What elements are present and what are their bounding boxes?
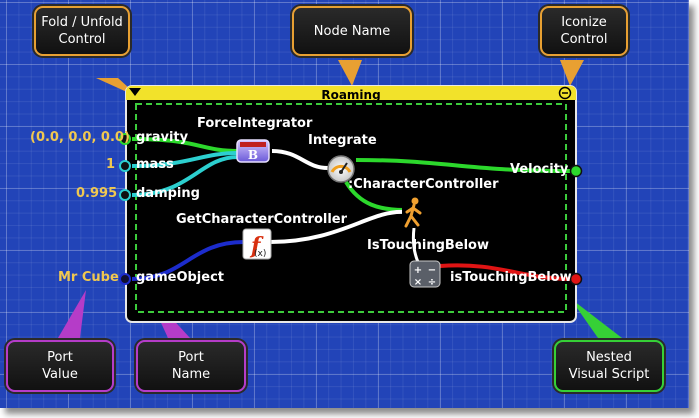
integrator-wire: [271, 149, 329, 170]
gravity-wire: [131, 137, 239, 153]
svg-text:(x): (x): [254, 249, 266, 259]
is-touching-below-label: IsTouchingBelow: [367, 238, 490, 253]
port-value-callout-pointer: [58, 290, 86, 338]
port-name-velocity: Velocity: [510, 162, 569, 177]
behavior-b-icon[interactable]: B: [236, 139, 270, 163]
nested-script-border: [135, 103, 567, 313]
get-character-controller-label: GetCharacterController: [176, 212, 348, 227]
port-velocity-socket[interactable]: [569, 164, 583, 178]
speedometer-icon[interactable]: [327, 155, 355, 183]
svg-text:f: f: [249, 233, 264, 259]
node-header[interactable]: [126, 86, 576, 100]
node-name-callout-pointer: [338, 60, 362, 86]
controller-wire: [344, 180, 405, 212]
port-name-damping: damping: [136, 186, 200, 201]
port-value-gameobject[interactable]: Mr Cube: [58, 270, 119, 285]
mass-wire: [131, 151, 239, 168]
fold-triangle-icon[interactable]: [129, 88, 141, 96]
node-title: Roaming: [321, 88, 381, 102]
force-integrator-label: ForceIntegrator: [197, 116, 313, 131]
svg-text:+: +: [414, 265, 422, 276]
port-value-gravity[interactable]: (0.0, 0.0, 0.0): [30, 130, 130, 145]
svg-text:−: −: [428, 265, 436, 276]
port-name-gameobject: gameObject: [136, 270, 224, 285]
velocity-wire: [355, 158, 574, 173]
function-fx-icon[interactable]: f (x): [242, 228, 272, 260]
get-controller-wire: [269, 209, 405, 244]
calculator-icon[interactable]: + − × ÷: [409, 260, 441, 288]
svg-text:÷: ÷: [428, 277, 436, 288]
port-name-mass: mass: [136, 157, 174, 172]
character-controller-label: :CharacterController: [348, 177, 499, 192]
port-mass-socket[interactable]: [119, 160, 131, 172]
port-damping-socket[interactable]: [119, 189, 131, 201]
nested-callout-pointer: [570, 298, 622, 338]
port-name-is-touching-below: isTouchingBelow: [450, 270, 572, 285]
integrate-label: Integrate: [308, 133, 377, 148]
is-touching-wire: [439, 263, 574, 281]
iconize-callout-pointer: [560, 60, 584, 86]
port-value-damping[interactable]: 0.995: [76, 186, 118, 201]
port-gravity-socket[interactable]: [119, 133, 131, 145]
node-body[interactable]: [125, 85, 577, 323]
port-value-mass[interactable]: 1: [106, 157, 116, 172]
svg-text:B: B: [248, 148, 258, 162]
callout-node-name: Node Name: [292, 6, 412, 56]
port-is-touching-below-socket[interactable]: [569, 272, 583, 286]
touching-wire: [411, 227, 420, 263]
gameobject-wire: [131, 240, 245, 281]
minus-circle-icon[interactable]: [558, 86, 572, 100]
damping-wire: [131, 155, 239, 197]
svg-text:×: ×: [414, 277, 422, 288]
port-gameobject-socket[interactable]: [119, 273, 131, 285]
port-name-gravity: gravity: [136, 130, 189, 145]
walking-person-icon[interactable]: [402, 196, 426, 228]
